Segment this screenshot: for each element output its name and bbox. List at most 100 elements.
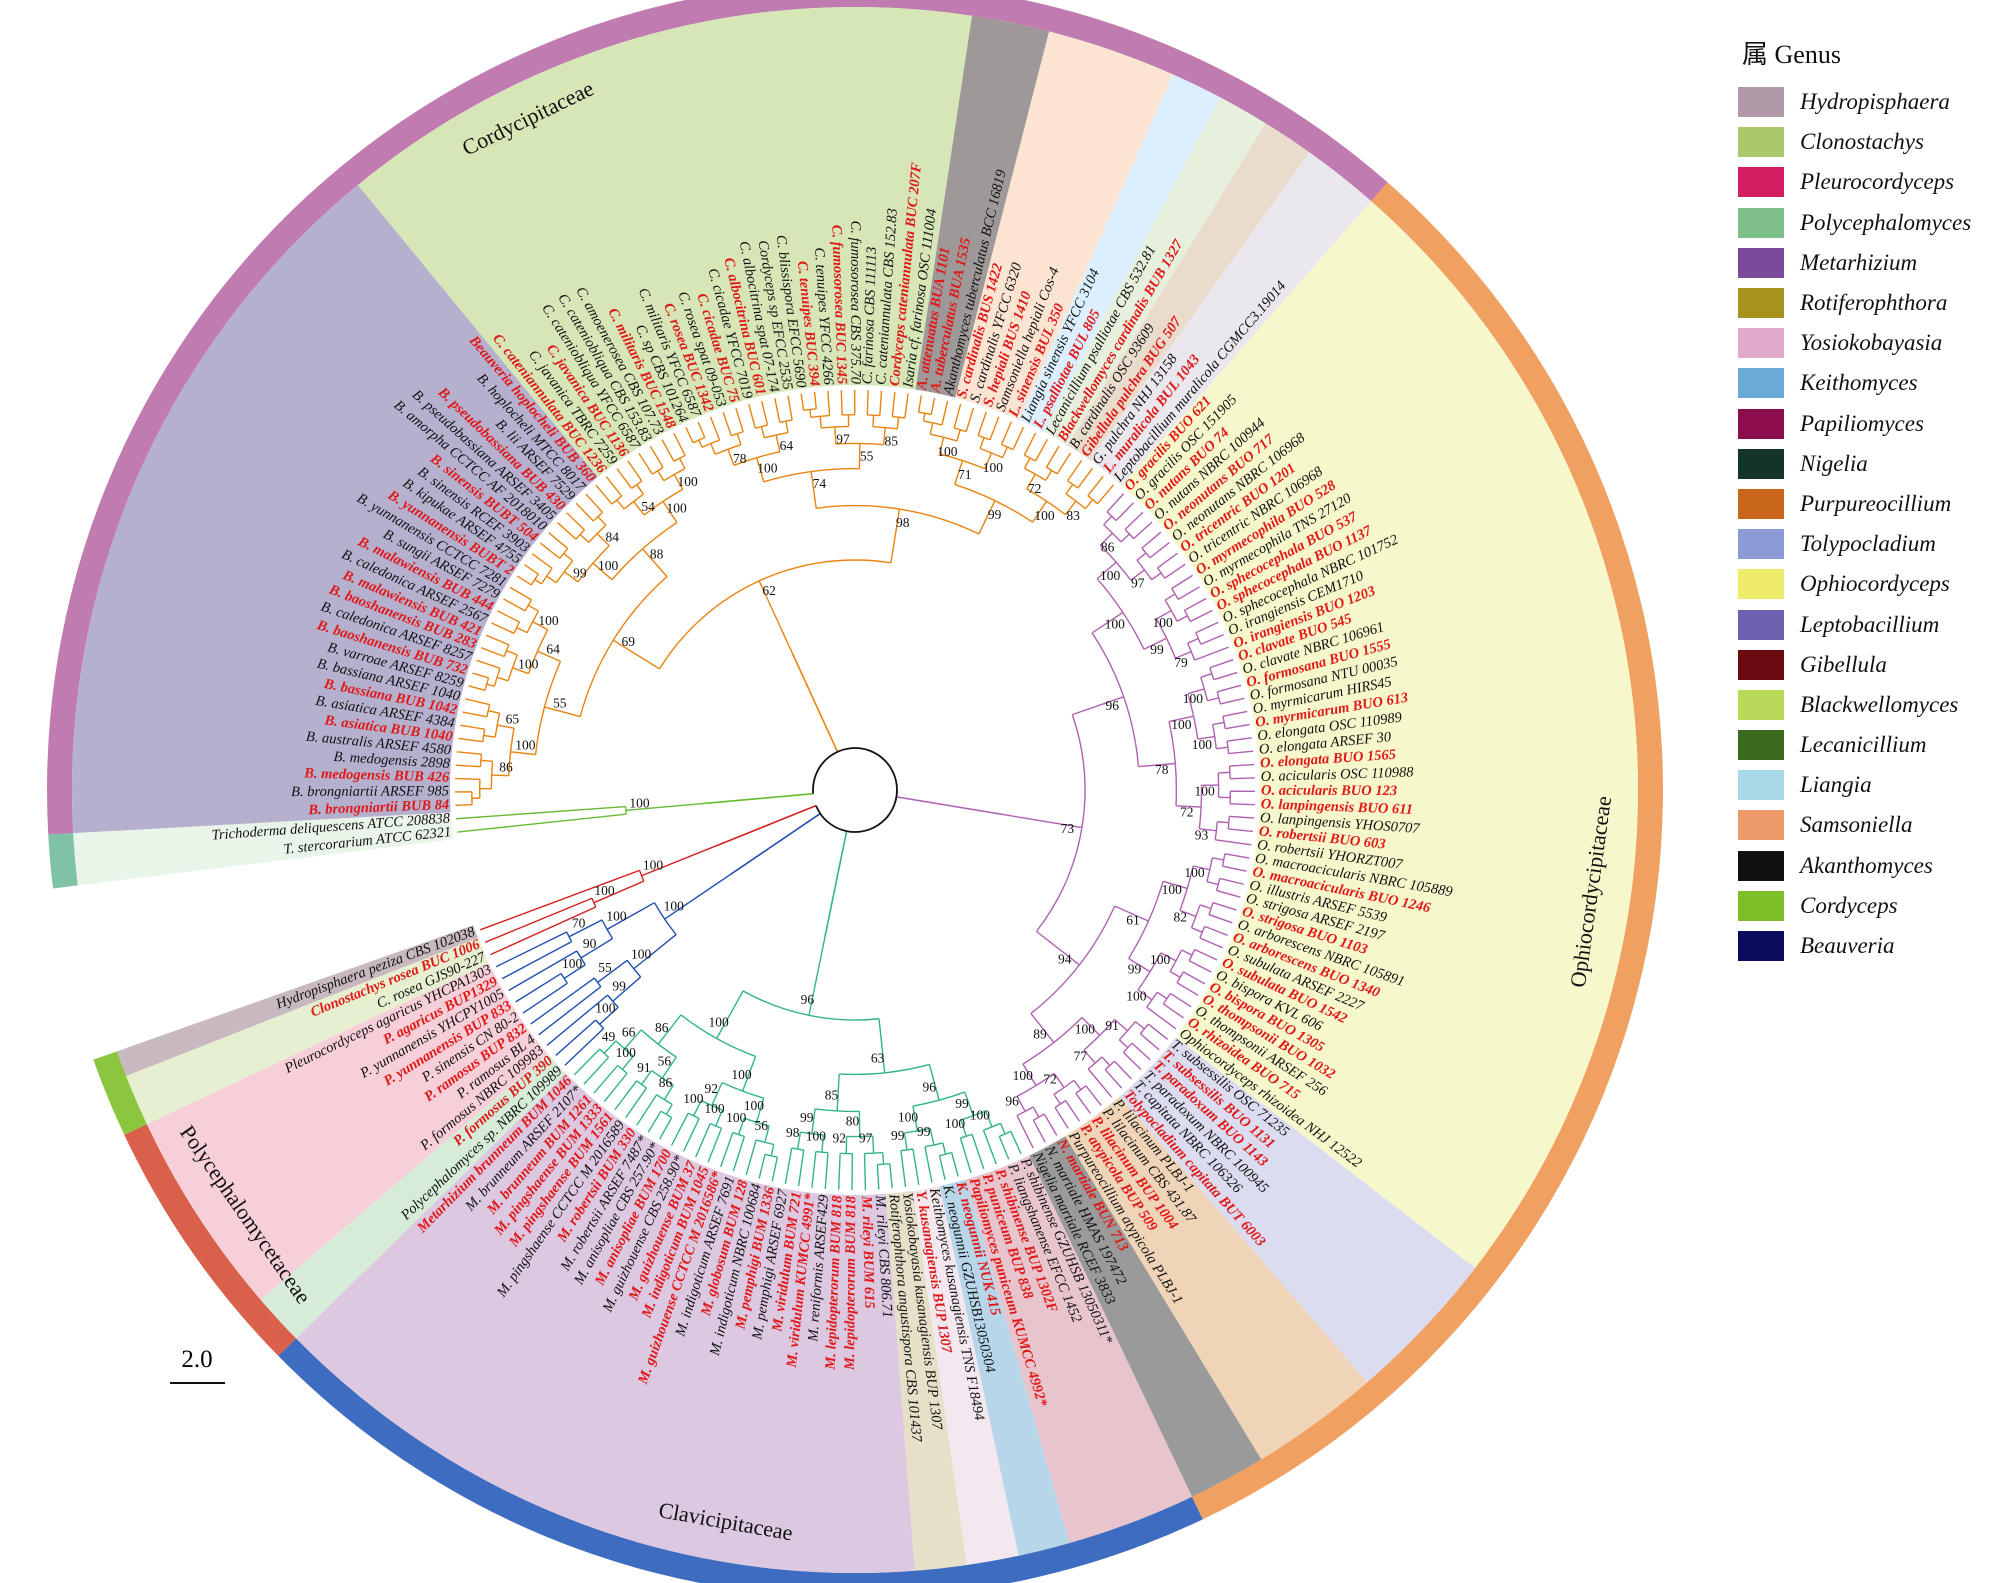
branch <box>1114 1018 1128 1032</box>
branch <box>1176 615 1188 622</box>
branch <box>1222 710 1248 717</box>
legend-swatch <box>1738 770 1784 801</box>
branch <box>705 792 814 805</box>
legend-label: Blackwellomyces <box>1800 691 1959 717</box>
branch <box>456 751 482 755</box>
branch <box>486 683 495 687</box>
branch <box>811 1108 816 1134</box>
branch <box>929 422 934 435</box>
branch <box>1224 853 1250 859</box>
support-value: 79 <box>1174 655 1188 670</box>
support-value: 100 <box>598 558 619 573</box>
branch <box>1045 470 1053 481</box>
support-value: 100 <box>562 956 583 971</box>
legend-item: Tolypocladium <box>1738 524 2000 564</box>
branch <box>1226 737 1252 742</box>
taxon-label: B. medogensis 2898 <box>333 749 451 772</box>
branch <box>1184 597 1207 611</box>
branch <box>1143 637 1167 650</box>
branch <box>755 1097 765 1123</box>
branch <box>509 586 532 601</box>
legend-item: Clonostachys <box>1738 122 2000 162</box>
branch <box>929 1128 935 1146</box>
branch <box>491 622 515 634</box>
support-value: 100 <box>898 1109 919 1124</box>
branch <box>1209 667 1215 680</box>
branch <box>1207 697 1219 702</box>
branch <box>579 576 668 717</box>
support-value: 100 <box>1183 691 1204 706</box>
branch <box>1181 949 1193 956</box>
branch <box>814 1108 860 1113</box>
branch <box>1151 572 1162 581</box>
branch <box>999 1130 1012 1138</box>
branch <box>791 653 839 753</box>
branch <box>771 1157 779 1182</box>
branch <box>615 1040 634 1057</box>
support-value: 86 <box>659 1075 673 1090</box>
branch <box>1124 511 1144 530</box>
branch <box>697 421 706 438</box>
taxon-label: M. rileyi CBS 806.71 <box>872 1194 895 1319</box>
legend-label: Leptobacillium <box>1800 611 1940 637</box>
branch <box>896 796 1004 816</box>
branch <box>624 806 627 815</box>
support-value: 97 <box>836 432 850 447</box>
support-value: 100 <box>937 444 958 459</box>
branch <box>1084 499 1094 510</box>
support-value: 100 <box>1105 617 1126 632</box>
branch <box>800 1131 824 1136</box>
branch <box>595 1019 605 1030</box>
taxon-label: B. brongniartii BUB 84 <box>307 797 450 818</box>
support-value: 99 <box>891 1128 905 1143</box>
branch <box>685 427 694 444</box>
branch <box>1000 421 1012 445</box>
branch <box>1054 1107 1069 1129</box>
branch <box>982 1129 998 1165</box>
branch <box>1065 1100 1081 1122</box>
branch <box>964 1091 975 1116</box>
branch <box>1157 552 1178 569</box>
support-value: 99 <box>800 1110 814 1125</box>
legend-swatch <box>1738 368 1784 399</box>
branch <box>614 1080 638 1111</box>
branch <box>730 812 821 875</box>
branch <box>488 710 500 714</box>
genus-sector <box>1019 74 1221 432</box>
branch <box>640 1029 677 1058</box>
branch <box>1156 609 1172 620</box>
support-value: 100 <box>606 909 627 924</box>
branch <box>621 1055 634 1070</box>
branch <box>800 393 805 411</box>
branch <box>903 1132 908 1151</box>
taxon-label: C. farinosa CBS 111113 <box>860 247 880 385</box>
genus-sector <box>885 1190 967 1571</box>
branch <box>1114 905 1149 922</box>
branch <box>1103 515 1113 526</box>
support-value: 100 <box>970 1108 991 1123</box>
support-value: 92 <box>832 1130 846 1145</box>
legend-label: Gibellula <box>1800 651 1887 677</box>
support-value: 96 <box>922 1079 936 1094</box>
branch <box>900 1150 907 1187</box>
legend-label: Lecanicillium <box>1800 732 1927 758</box>
support-value: 85 <box>885 433 899 448</box>
branch <box>563 552 574 562</box>
branch <box>1001 446 1009 458</box>
branch <box>515 972 562 1003</box>
branch <box>546 994 609 1046</box>
branch <box>930 397 936 415</box>
legend-item: Beauveria <box>1738 926 2000 966</box>
branch <box>460 724 485 730</box>
branch <box>1208 902 1214 915</box>
legend-item: Liangia <box>1738 765 2000 805</box>
support-value: 96 <box>801 992 815 1007</box>
branch <box>1215 878 1221 891</box>
branch <box>1156 991 1168 1000</box>
branch <box>1139 1033 1160 1051</box>
branch <box>1033 1113 1045 1121</box>
branch <box>959 1137 972 1174</box>
branch <box>1194 948 1218 961</box>
genus-sector <box>73 812 454 886</box>
